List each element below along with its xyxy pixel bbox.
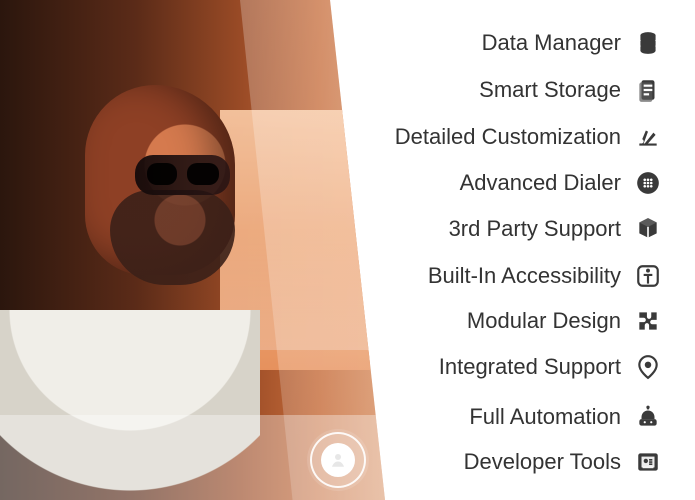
- feature-item-modular-design: Modular Design: [467, 308, 661, 334]
- database-icon: [635, 30, 661, 56]
- feature-item-integrated-support: Integrated Support: [439, 354, 661, 380]
- dialpad-icon: [635, 170, 661, 196]
- feature-label: Developer Tools: [463, 449, 621, 474]
- feature-label: Integrated Support: [438, 354, 621, 379]
- feature-item-3rd-party-support: 3rd Party Support: [449, 216, 661, 242]
- feature-item-developer-tools: Developer Tools: [464, 449, 661, 475]
- feature-item-built-in-accessibility: Built-In Accessibility: [428, 263, 661, 289]
- feature-label: Full Automation: [469, 404, 621, 429]
- feature-label: Detailed Customization: [394, 124, 621, 149]
- feature-item-smart-storage: Smart Storage: [479, 77, 661, 103]
- bot-icon: [635, 404, 661, 430]
- feature-label: 3rd Party Support: [448, 216, 621, 241]
- sunglasses: [135, 155, 230, 195]
- document-stack-icon: [635, 77, 661, 103]
- feature-item-advanced-dialer: Advanced Dialer: [460, 170, 661, 196]
- feature-label: Advanced Dialer: [459, 170, 621, 195]
- feature-label: Modular Design: [466, 308, 621, 333]
- feature-item-detailed-customization: Detailed Customization: [395, 124, 661, 150]
- feature-label: Smart Storage: [479, 77, 621, 102]
- feature-item-full-automation: Full Automation: [469, 404, 661, 430]
- puzzle-icon: [635, 308, 661, 334]
- person-shirt: [0, 310, 260, 500]
- feature-label: Data Manager: [481, 30, 621, 55]
- hero-photo: [0, 0, 385, 500]
- cube-icon: [635, 216, 661, 242]
- spectrum-icon: [635, 124, 661, 150]
- feature-label: Built-In Accessibility: [427, 263, 621, 288]
- user-icon: [321, 443, 355, 477]
- developer-board-icon: [635, 449, 661, 475]
- feature-item-data-manager: Data Manager: [482, 30, 661, 56]
- person-beard: [110, 190, 235, 285]
- accessibility-icon: [635, 263, 661, 289]
- profile-action-button[interactable]: [310, 432, 366, 488]
- support-pin-icon: [635, 354, 661, 380]
